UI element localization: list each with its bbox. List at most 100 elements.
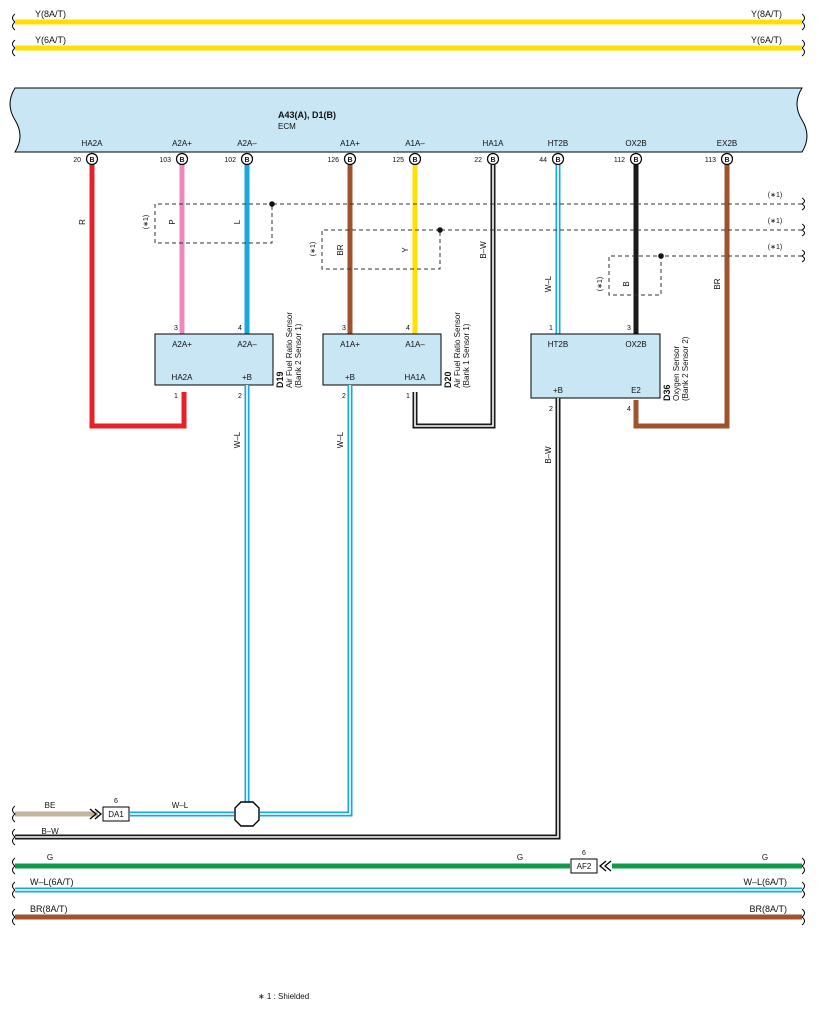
sensor-pin-label: +B: [345, 373, 355, 382]
sensor-pin-number: 4: [627, 406, 631, 413]
wire-label: P: [168, 219, 177, 224]
sensor-pin-label: +B: [242, 373, 252, 382]
pin-number: 103: [159, 157, 171, 164]
sensor-pin-label: A1A+: [340, 340, 360, 349]
bus-label-right: BR(8A/T): [749, 904, 787, 914]
wire-b-w-d36-inner: [15, 398, 559, 838]
sensor-pin-label: A2A+: [172, 340, 192, 349]
wire-label: B–W: [544, 446, 553, 464]
junction-da1-pin: 6: [114, 798, 118, 805]
pin-connector-circle: [629, 152, 643, 166]
bus-label-left: Y(8A/T): [35, 9, 66, 19]
top-bus-y-8at: Y(8A/T) Y(8A/T): [12, 9, 805, 31]
pin-connector-circle: [343, 152, 357, 166]
pin-number: 22: [474, 157, 482, 164]
wire-labels: R P L BR Y B–W W–L B BR: [78, 219, 722, 292]
wire-label-g: G: [517, 853, 523, 862]
wire-label: W–L: [544, 275, 553, 292]
bus-label-right: Y(8A/T): [751, 9, 782, 19]
ecm-subtitle: ECM: [278, 122, 296, 131]
sensor-d20: A1A+ A1A– +B HA1A 3 4 2 1 D20 Air Fuel R…: [322, 312, 471, 400]
da1-arrow: [89, 808, 103, 820]
pin-conn: B: [179, 157, 184, 164]
sensor-d36: HT2B OX2B +B E2 1 3 2 4 D36 Oxygen Senso…: [530, 325, 690, 413]
shield-drain-dot: [437, 227, 443, 233]
sensor-pin-label: HT2B: [548, 340, 568, 349]
ecm-box: A43(A), D1(B) ECM: [9, 87, 808, 153]
pin-conn: B: [724, 157, 729, 164]
pin-connector-circle: [85, 152, 99, 166]
pin-name: HA1A: [483, 139, 505, 148]
sensor-pin-number: 1: [174, 393, 178, 400]
sensor-pin-number: 4: [406, 325, 410, 332]
pin-number: 126: [327, 157, 339, 164]
sensor-pin-number: 1: [549, 325, 553, 332]
sensor-body: [154, 333, 274, 386]
wire-w-l-d20-outer: [260, 385, 353, 817]
sensor-name: Air Fuel Ratio Sensor: [453, 312, 462, 388]
junction-af2-pin: 6: [582, 850, 586, 857]
sensor-pin-label: HA2A: [172, 373, 194, 382]
bottom-bus-br-8at: BR(8A/T) BR(8A/T): [12, 904, 805, 926]
pin-conn: B: [244, 157, 249, 164]
pin-connector-circle: [720, 152, 734, 166]
wire-label: W–L: [233, 431, 242, 448]
ecm-body: [9, 87, 808, 153]
pin-conn: B: [347, 157, 352, 164]
pin-name: A1A–: [405, 139, 425, 148]
wire-label-g: G: [47, 853, 53, 862]
wire-label-b-w: B–W: [41, 827, 59, 836]
wire-r: [89, 165, 187, 429]
top-bus-y-6at: Y(6A/T) Y(6A/T): [12, 35, 805, 57]
junction-da1-box: [102, 806, 130, 822]
sensor-detail: (Bank 2 Sensor 2): [681, 336, 690, 401]
wire-b-w-d36-outer: [15, 398, 561, 840]
wire-label: BR: [336, 244, 345, 255]
sensor-pin-number: 3: [174, 325, 178, 332]
sensor-pin-number: 4: [238, 325, 242, 332]
wire-label-g: G: [762, 853, 768, 862]
shield-label: (∗1): [768, 244, 782, 251]
sensor-pin-label: HA1A: [405, 373, 427, 382]
sensor-pin-label: +B: [553, 386, 563, 395]
pin-connector-circle: [486, 152, 500, 166]
pin-name: A2A+: [172, 139, 192, 148]
sensor-name: Oxygen Sensor: [672, 346, 681, 401]
shield-d36: [608, 255, 802, 296]
sensor-detail: (Bank 1 Sensor 1): [462, 323, 471, 388]
sensor-pin-label: E2: [631, 386, 641, 395]
wire-label: Y: [401, 247, 410, 253]
bus-label-right: Y(6A/T): [751, 35, 782, 45]
wire-br-2: [633, 165, 730, 429]
wire-label: BR: [713, 278, 722, 289]
pin-number: 20: [73, 157, 81, 164]
wire-label: L: [233, 219, 242, 224]
pin-conn: B: [555, 157, 560, 164]
pin-name: HA2A: [82, 139, 104, 148]
wire-label: B: [622, 281, 631, 286]
pin-number: 44: [539, 157, 547, 164]
junction-af2-label: AF2: [577, 862, 592, 871]
pin-name: OX2B: [625, 139, 646, 148]
bus-label-left: W–L(6A/T): [30, 877, 74, 887]
pin-conn: B: [633, 157, 638, 164]
shield-drain-dot: [658, 253, 664, 259]
shield-label: (∗1): [310, 242, 317, 256]
junction-af2-box: [570, 858, 598, 874]
shield-label: (∗1): [768, 218, 782, 225]
pin-conn: B: [490, 157, 495, 164]
ecm-title: A43(A), D1(B): [278, 110, 336, 120]
wire-w-l-d20-inner: [260, 385, 351, 815]
pin-number: 125: [392, 157, 404, 164]
sensor-pin-label: A1A–: [405, 340, 425, 349]
sensor-pin-number: 2: [238, 393, 242, 400]
sensor-body: [530, 333, 661, 399]
shield-label: (∗1): [768, 192, 782, 199]
pin-number: 112: [614, 157, 625, 164]
sensor-d19: A2A+ A2A– HA2A +B 3 4 1 2 D19 Air Fuel R…: [154, 312, 303, 400]
wire-label: R: [78, 219, 87, 225]
pin-name: A2A–: [237, 139, 257, 148]
wire-b-w-inner: [414, 165, 494, 427]
bottom-bus-w-l-6at: W–L(6A/T) W–L(6A/T): [12, 877, 805, 899]
shield-d20: [321, 229, 802, 270]
